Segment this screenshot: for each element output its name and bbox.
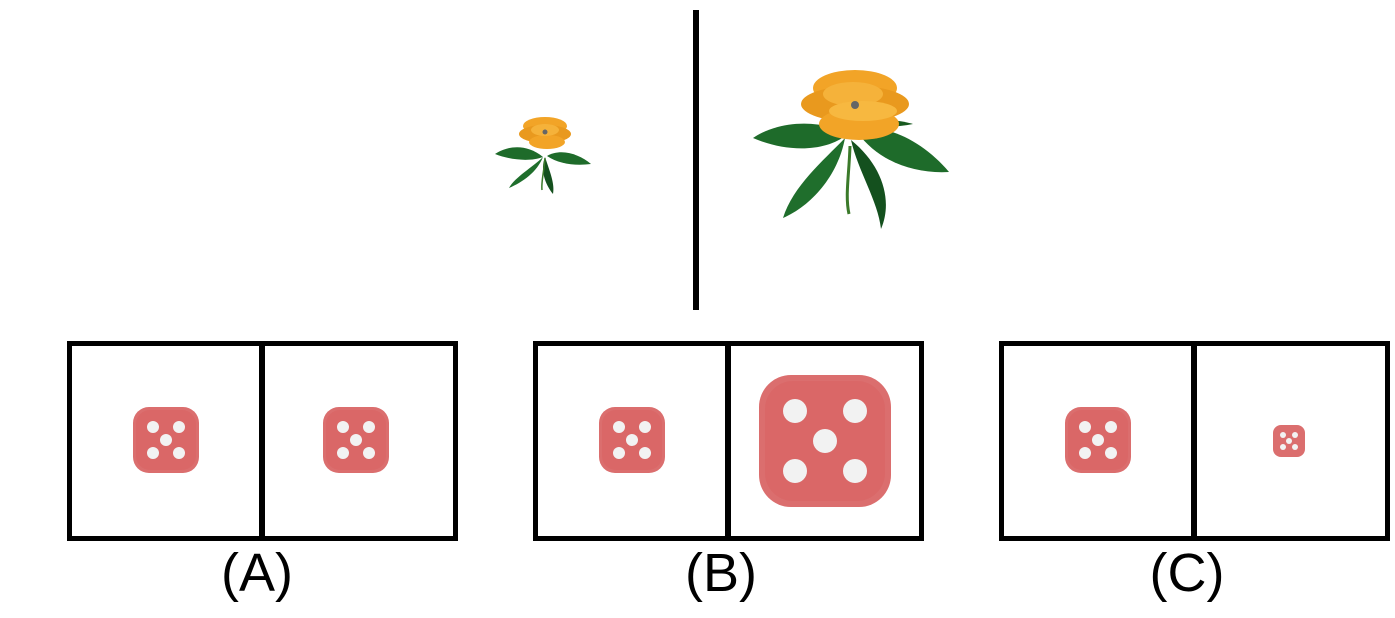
option-c-label: (C) bbox=[1149, 543, 1225, 603]
option-a-divider bbox=[259, 346, 265, 536]
flower-small-icon bbox=[495, 117, 591, 194]
die-five-icon bbox=[323, 407, 389, 473]
flower-large-icon bbox=[753, 70, 949, 229]
option-c-divider bbox=[1191, 346, 1197, 536]
option-c-box[interactable] bbox=[999, 341, 1390, 541]
die-five-icon-large bbox=[759, 375, 891, 507]
die-five-icon bbox=[1065, 407, 1131, 473]
die-five-icon bbox=[133, 407, 199, 473]
die-five-icon bbox=[599, 407, 665, 473]
option-b-box[interactable] bbox=[533, 341, 924, 541]
option-b-divider bbox=[725, 346, 731, 536]
option-a-label: (A) bbox=[221, 543, 293, 603]
divider-line bbox=[693, 10, 699, 310]
option-a-box[interactable] bbox=[67, 341, 458, 541]
option-b-label: (B) bbox=[685, 543, 757, 603]
die-five-icon-small bbox=[1273, 425, 1305, 457]
